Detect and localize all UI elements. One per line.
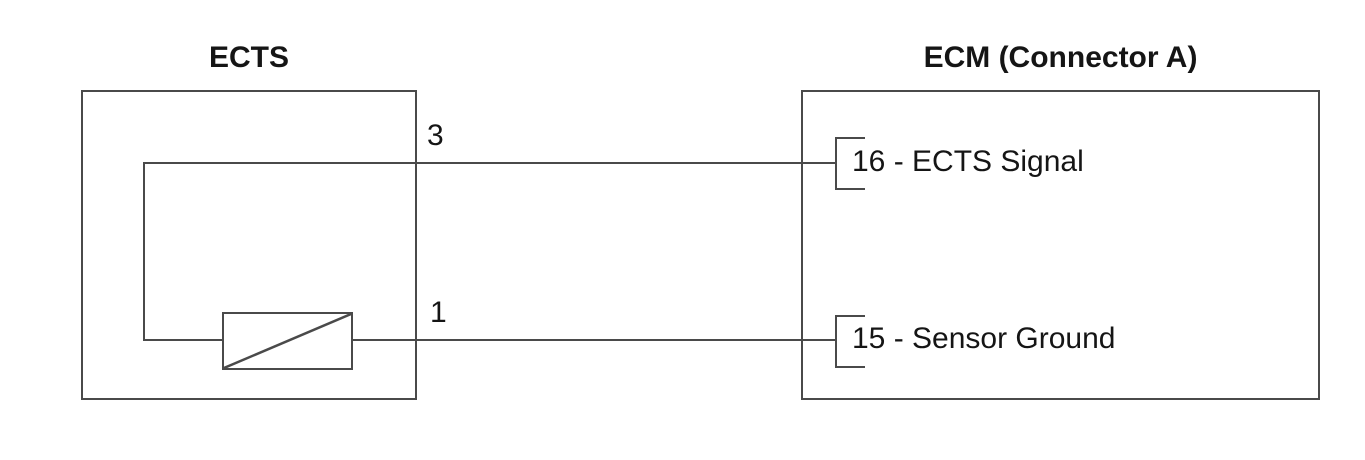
resistor-diagonal-icon [224, 314, 351, 368]
ecm-terminal-15-label: 15 - Sensor Ground [852, 322, 1116, 355]
ecm-terminal-15-bracket-icon [835, 315, 865, 368]
ects-pin-3-label: 3 [427, 119, 444, 152]
wire-ects-internal-vertical [143, 162, 145, 341]
ects-box-title: ECTS [208, 41, 289, 74]
ecm-terminal-16-label: 16 - ECTS Signal [852, 145, 1084, 178]
wire-sensor-ground [143, 339, 837, 341]
ects-pin-1-label: 1 [430, 296, 447, 329]
ects-component-box [81, 90, 417, 400]
ecm-component-box [801, 90, 1320, 400]
wire-ects-signal [143, 162, 837, 164]
ecm-box-title: ECM (Connector A) [923, 41, 1198, 74]
resistor-symbol [222, 312, 353, 370]
